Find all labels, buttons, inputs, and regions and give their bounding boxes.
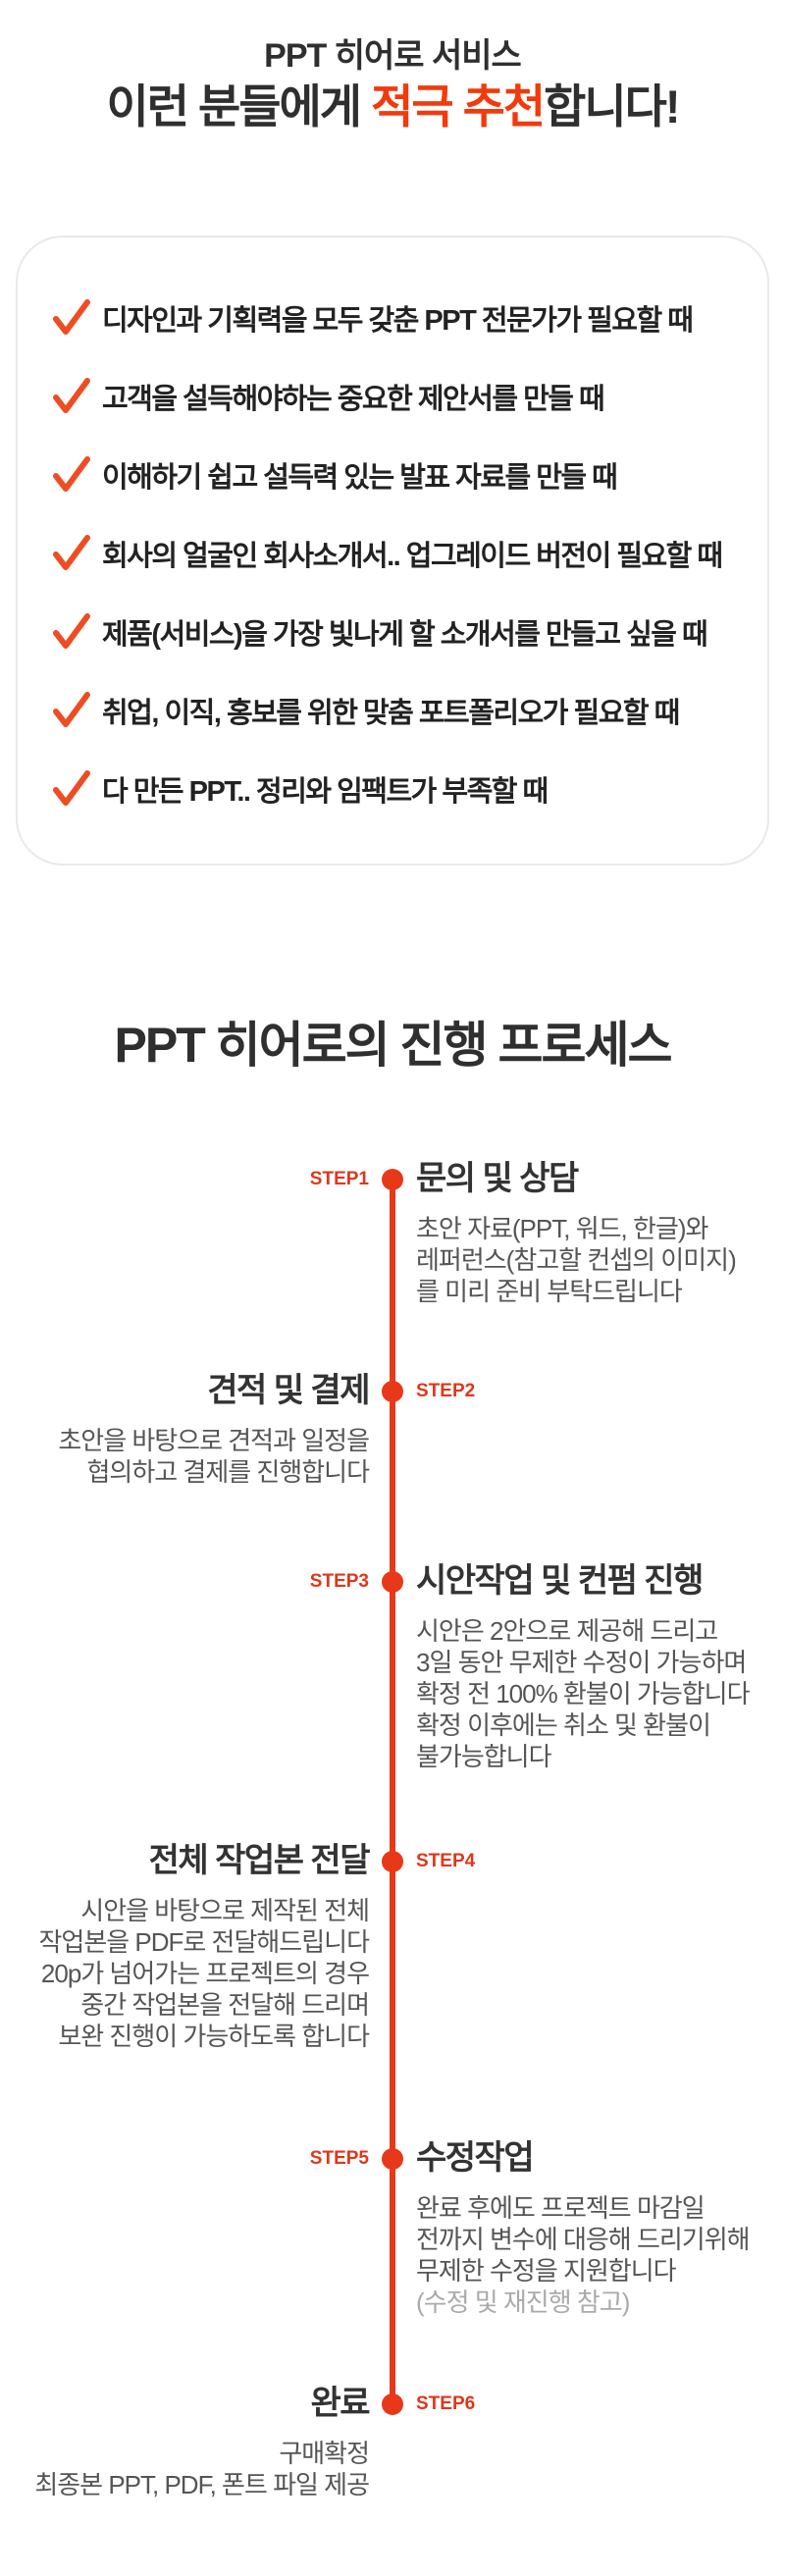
step-title: 수정작업	[416, 2139, 535, 2177]
step-label: STEP5	[309, 2148, 369, 2169]
step-line: 시안은 2안으로 제공해 드리고	[416, 1616, 718, 1646]
step-label: STEP1	[309, 1169, 369, 1189]
checklist-item: 고객을 설득해야하는 중요한 제안서를 만들 때	[51, 357, 748, 436]
step-line: 불가능합니다	[416, 1742, 552, 1771]
process-title: PPT 히어로의 진행 프로세스	[114, 1018, 673, 1073]
checklist-item: 이해하기 쉽고 설득력 있는 발표 자료를 만들 때	[51, 436, 748, 514]
step-line: 보완 진행이 가능하도록 합니다	[58, 2022, 370, 2051]
step-description: 초안 자료(PPT, 워드, 한글)와 레퍼런스(참고할 컨셉의 이미지) 를 …	[416, 1213, 765, 1307]
timeline-line	[390, 1180, 395, 2404]
step-description: 완료 후에도 프로젝트 마감일 전까지 변수에 대응해 드리기위해 무제한 수정…	[416, 2192, 765, 2318]
timeline-dot	[382, 1381, 403, 1402]
step-description: 시안은 2안으로 제공해 드리고 3일 동안 무제한 수정이 가능하며 확정 전…	[416, 1615, 765, 1772]
step-line: 시안을 바탕으로 제작된 전체	[80, 1896, 370, 1925]
step-label: STEP4	[416, 1851, 476, 1871]
step-line: 전까지 변수에 대응해 드리기위해	[416, 2225, 751, 2254]
check-icon	[51, 692, 92, 729]
checklist-item-text: 회사의 얼굴인 회사소개서.. 업그레이드 버전이 필요할 때	[102, 541, 723, 572]
step-content: 전체 작업본 전달 시안을 바탕으로 제작된 전체 작업본을 PDF로 전달해드…	[16, 1840, 371, 2052]
step-label: STEP6	[416, 2393, 476, 2414]
step-description: 초안을 바탕으로 견적과 일정을 협의하고 결제를 진행합니다	[16, 1425, 371, 1488]
checklist-item-text: 이해하기 쉽고 설득력 있는 발표 자료를 만들 때	[102, 462, 618, 494]
check-icon	[51, 613, 92, 651]
timeline-dot	[382, 2393, 403, 2415]
step-description: 구매확정 최종본 PPT, PDF, 폰트 파일 제공	[16, 2438, 370, 2500]
step-line: 무제한 수정을 지원합니다	[416, 2256, 677, 2286]
step-description: 시안을 바탕으로 제작된 전체 작업본을 PDF로 전달해드립니다 20p가 넘…	[16, 1895, 371, 2052]
checklist-card: 디자인과 기획력을 모두 갖춘 PPT 전문가가 필요할 때 고객을 설득해야하…	[16, 236, 769, 866]
step-title: 완료	[310, 2385, 370, 2422]
step-line: 확정 전 100% 환불이 가능합니다	[416, 1679, 751, 1709]
step-label: STEP3	[309, 1571, 369, 1592]
step-line: 20p가 넘어가는 프로젝트의 경우	[40, 1959, 370, 1988]
step-title: 전체 작업본 전달	[148, 1842, 371, 1879]
step-line: 레퍼런스(참고할 컨셉의 이미지)	[416, 1245, 737, 1275]
timeline-dot	[382, 2148, 403, 2170]
subtitle-prefix: 이런 분들에게	[106, 80, 372, 132]
checklist-item: 디자인과 기획력을 모두 갖춘 PPT 전문가가 필요할 때	[51, 279, 748, 357]
timeline-dot	[382, 1571, 403, 1593]
checklist-item: 취업, 이직, 홍보를 위한 맞춤 포트폴리오가 필요할 때	[51, 671, 748, 750]
checklist-item-text: 디자인과 기획력을 모두 갖춘 PPT 전문가가 필요할 때	[102, 305, 694, 337]
step-line: 확정 이후에는 취소 및 환불이	[416, 1710, 711, 1740]
subtitle-suffix: 합니다!	[544, 80, 680, 132]
step-line: 협의하고 결제를 진행합니다	[86, 1457, 371, 1487]
checklist-item-text: 고객을 설득해야하는 중요한 제안서를 만들 때	[102, 384, 605, 415]
step-line: 초안 자료(PPT, 워드, 한글)와	[416, 1214, 708, 1243]
step-label: STEP2	[416, 1381, 476, 1401]
checklist-item-text: 취업, 이직, 홍보를 위한 맞춤 포트폴리오가 필요할 때	[102, 698, 680, 729]
checklist-item-text: 제품(서비스)을 가장 빛나게 할 소개서를 만들고 싶을 때	[102, 619, 708, 651]
step-line: 초안을 바탕으로 견적과 일정을	[58, 1426, 370, 1455]
step-line: 를 미리 준비 부탁드립니다	[416, 1277, 683, 1306]
step-note: (수정 및 재진행 참고)	[416, 2287, 630, 2317]
timeline-dot	[382, 1169, 403, 1190]
checklist-item: 다 만든 PPT.. 정리와 임팩트가 부족할 때	[51, 750, 748, 828]
checklist-item: 제품(서비스)을 가장 빛나게 할 소개서를 만들고 싶을 때	[51, 593, 748, 671]
timeline-dot	[382, 1851, 403, 1872]
step-title: 시안작업 및 컨펌 진행	[416, 1562, 704, 1600]
step-content: 수정작업 완료 후에도 프로젝트 마감일 전까지 변수에 대응해 드리기위해 무…	[416, 2137, 765, 2318]
step-line: 완료 후에도 프로젝트 마감일	[416, 2193, 706, 2223]
check-icon	[51, 770, 92, 808]
step-line: 최종본 PPT, PDF, 폰트 파일 제공	[34, 2470, 370, 2499]
step-title: 견적 및 결제	[207, 1372, 370, 1409]
step-content: 시안작업 및 컨펌 진행 시안은 2안으로 제공해 드리고 3일 동안 무제한 …	[416, 1560, 765, 1772]
check-icon	[51, 456, 92, 494]
step-content: 완료 구매확정 최종본 PPT, PDF, 폰트 파일 제공	[16, 2383, 370, 2500]
checklist-item-text: 다 만든 PPT.. 정리와 임팩트가 부족할 때	[102, 776, 549, 808]
step-content: 문의 및 상담 초안 자료(PPT, 워드, 한글)와 레퍼런스(참고할 컨셉의…	[416, 1158, 765, 1307]
step-line: 작업본을 PDF로 전달해드립니다	[38, 1927, 371, 1957]
check-icon	[51, 299, 92, 337]
check-icon	[51, 378, 92, 415]
subtitle-highlight: 적극 추천	[371, 80, 546, 132]
step-content: 견적 및 결제 초안을 바탕으로 견적과 일정을 협의하고 결제를 진행합니다	[16, 1370, 371, 1488]
step-line: 중간 작업본을 전달해 드리며	[80, 1990, 370, 2020]
page-subtitle: 이런 분들에게 적극 추천합니다!	[0, 79, 785, 135]
step-line: 3일 동안 무제한 수정이 가능하며	[416, 1648, 747, 1677]
step-title: 문의 및 상담	[416, 1160, 579, 1197]
page-title: PPT 히어로 서비스	[264, 37, 522, 75]
check-icon	[51, 535, 92, 572]
checklist-item: 회사의 얼굴인 회사소개서.. 업그레이드 버전이 필요할 때	[51, 514, 748, 593]
step-line: 구매확정	[279, 2439, 370, 2468]
